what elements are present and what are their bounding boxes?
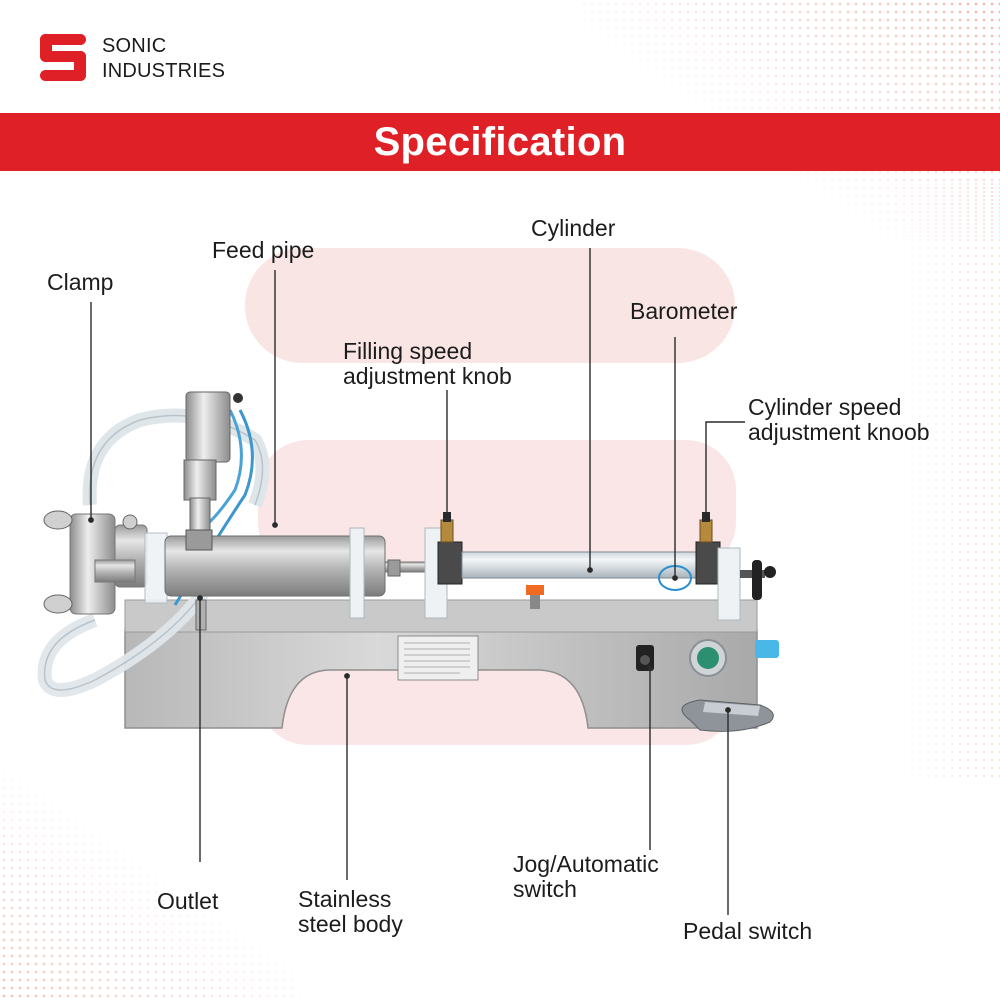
label-barometer: Barometer — [630, 298, 738, 324]
label-pedal-switch: Pedal switch — [683, 918, 813, 944]
air-fitting — [233, 393, 243, 403]
orange-valve — [526, 585, 544, 595]
cylinder-speed-knob — [699, 519, 713, 543]
label-cylinder-speed-knob: Cylinder speed adjustment knoob — [748, 394, 930, 445]
outlet-nozzle — [195, 599, 207, 631]
label-filling-speed-knob: Filling speed adjustment knob — [343, 338, 512, 389]
middle-bracket — [349, 527, 365, 619]
sonic-s-logo-icon — [40, 34, 86, 81]
cylinder-right-bracket — [717, 547, 741, 621]
valve-head — [185, 391, 231, 463]
leader-cylinder-speed — [705, 421, 745, 518]
cylinder-end-cap-left — [437, 541, 463, 585]
highlight-band-top — [245, 248, 735, 363]
decorative-dot-pattern-bottom-left — [0, 760, 300, 1000]
brand-line-2: INDUSTRIES — [102, 60, 226, 82]
banner-title: Specification — [373, 119, 627, 164]
stainless-steel-body — [124, 629, 758, 729]
cylinder-end-cap-right — [695, 541, 721, 585]
label-stainless-steel-body: Stainless steel body — [298, 886, 403, 937]
air-tube — [199, 409, 243, 532]
brand-name: SONIC INDUSTRIES — [102, 34, 225, 84]
label-cylinder: Cylinder — [531, 215, 616, 241]
filling-speed-knob — [440, 519, 454, 543]
label-clamp: Clamp — [47, 269, 114, 295]
brand-line-1: SONIC — [102, 35, 167, 57]
hand-wheel — [752, 560, 762, 600]
label-feed-pipe: Feed pipe — [212, 237, 315, 263]
brand-logo[interactable]: SONIC INDUSTRIES — [36, 32, 225, 86]
leader-lines — [88, 248, 745, 915]
label-jog-automatic-switch: Jog/Automatic switch — [513, 851, 659, 902]
pedal-connector — [755, 640, 779, 658]
left-bracket — [144, 532, 168, 604]
air-cylinder — [461, 551, 698, 579]
label-outlet: Outlet — [157, 888, 219, 914]
specification-banner: Specification — [0, 113, 1000, 171]
decorative-dot-pattern-right — [860, 180, 1000, 780]
